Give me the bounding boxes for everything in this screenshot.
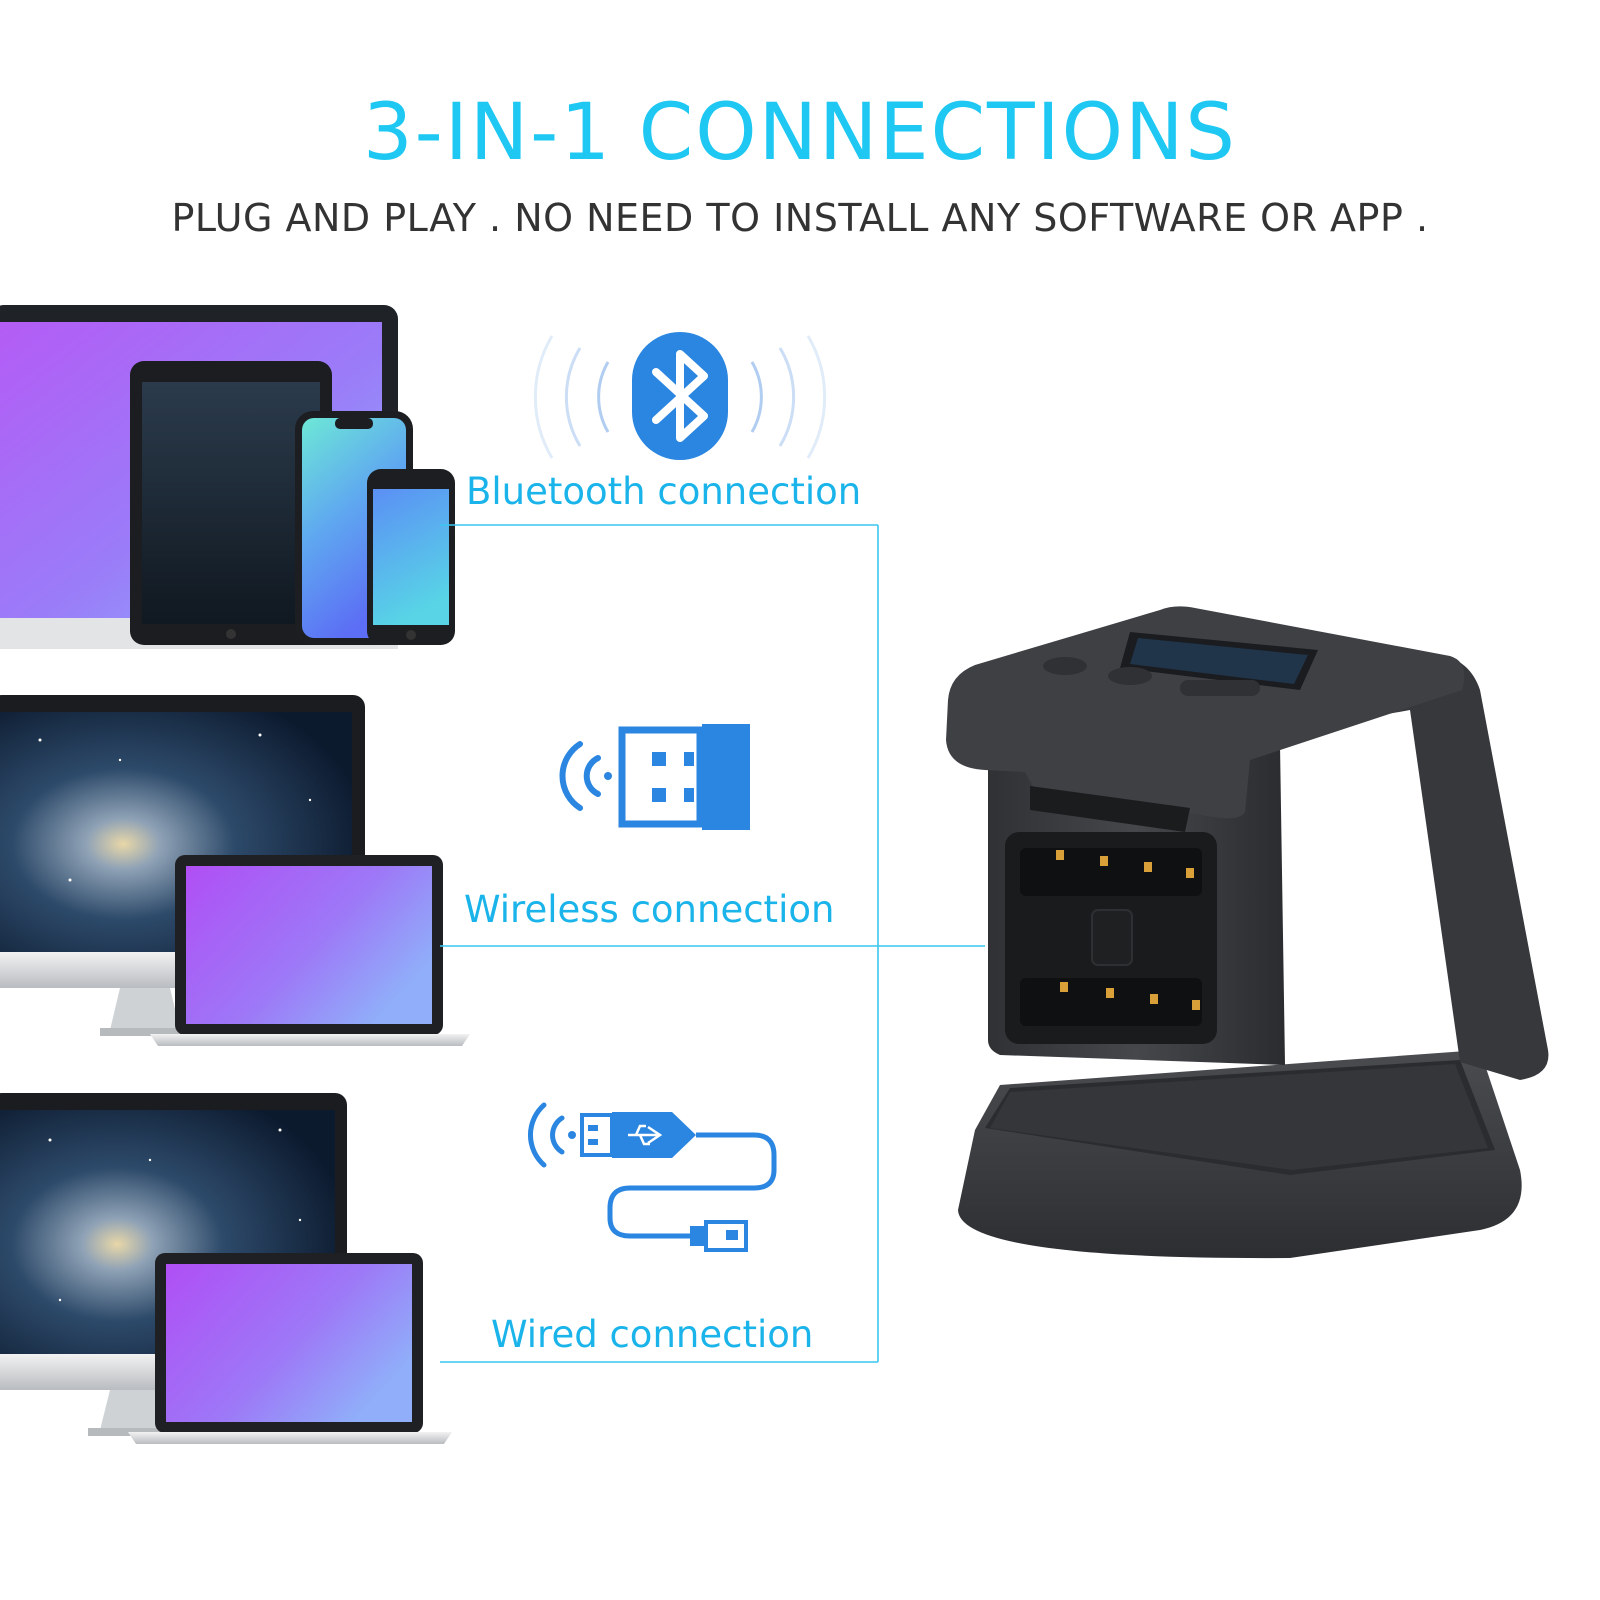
scanner-device	[946, 606, 1549, 1259]
wireless-connection-label: Wireless connection	[464, 888, 835, 931]
usb-dongle-icon	[559, 724, 750, 830]
usb-cable-icon	[528, 1102, 777, 1252]
connector-lines	[440, 524, 985, 1363]
row1-devices	[0, 305, 455, 649]
bluetooth-icon	[533, 332, 827, 460]
bluetooth-connection-label: Bluetooth connection	[466, 470, 862, 513]
page-subtitle: PLUG AND PLAY . NO NEED TO INSTALL ANY S…	[171, 196, 1429, 240]
page-title: 3-IN-1 CONNECTIONS	[363, 88, 1237, 178]
laptop2-screen	[166, 1264, 412, 1422]
laptop-screen	[186, 866, 432, 1024]
row2-devices	[0, 695, 470, 1046]
row3-devices	[0, 1093, 452, 1444]
wired-connection-label: Wired connection	[491, 1313, 814, 1356]
